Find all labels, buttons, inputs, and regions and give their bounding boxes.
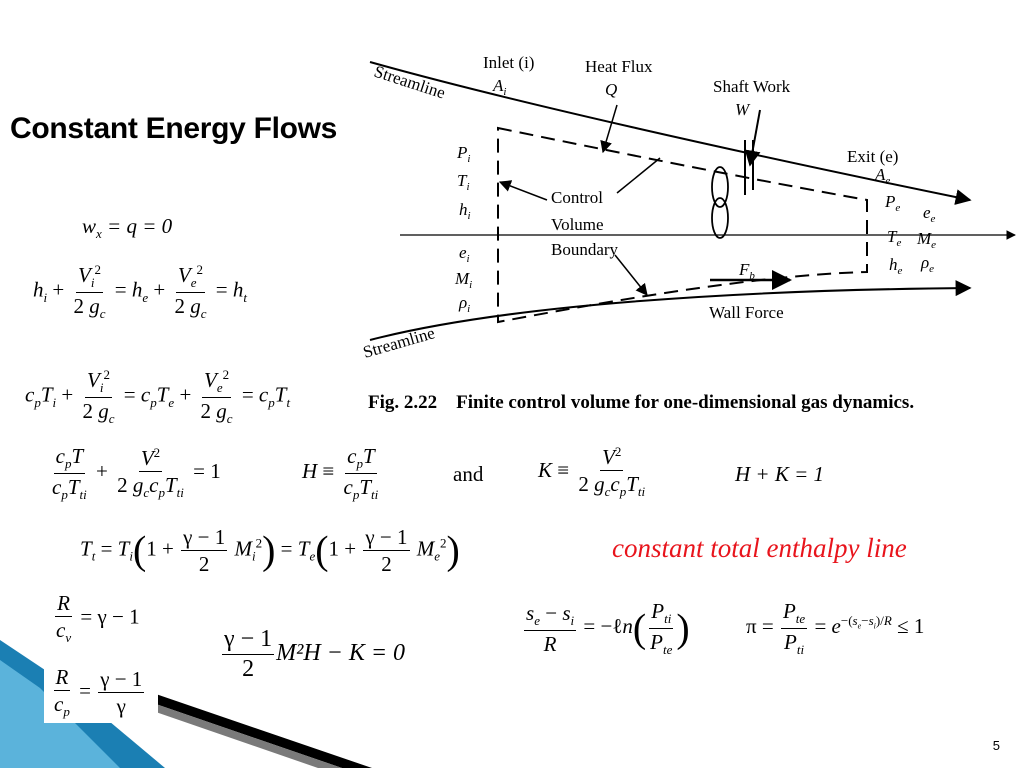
volume-label: Volume bbox=[551, 215, 604, 234]
svg-text:Ai: Ai bbox=[492, 76, 506, 98]
inlet-properties: Pi Ti hi ei Mi ρi bbox=[454, 143, 472, 315]
page-number: 5 bbox=[992, 738, 1000, 753]
svg-text:Ti: Ti bbox=[457, 171, 470, 193]
svg-text:Ae: Ae bbox=[874, 165, 890, 187]
equation-zero-work: wx = q = 0 bbox=[82, 214, 173, 242]
shaft-work-label: Shaft Work bbox=[713, 77, 791, 96]
exit-area-label: A bbox=[874, 165, 886, 184]
svg-text:Me: Me bbox=[916, 229, 936, 251]
inlet-area-sub: i bbox=[503, 86, 506, 98]
svg-text:Te: Te bbox=[887, 227, 901, 249]
svg-text:ρe: ρe bbox=[920, 253, 934, 275]
svg-text:he: he bbox=[889, 255, 903, 277]
slide-title: Constant Energy Flows bbox=[10, 112, 338, 145]
streamline-top-label: Streamline bbox=[372, 62, 448, 103]
exit-area-sub: e bbox=[885, 175, 890, 187]
control-volume-diagram: Streamline Streamline Inlet (i) Ai Heat … bbox=[361, 53, 1016, 362]
svg-text:Mi: Mi bbox=[454, 269, 472, 291]
svg-text:ei: ei bbox=[459, 243, 470, 265]
control-label: Control bbox=[551, 188, 603, 207]
boundary-label: Boundary bbox=[551, 240, 619, 259]
top-streamline bbox=[369, 61, 972, 205]
exit-label: Exit (e) bbox=[847, 147, 898, 166]
and-word: and bbox=[453, 462, 484, 486]
svg-text:ρi: ρi bbox=[458, 293, 470, 315]
exit-properties: Pe ee Te Me he ρe bbox=[884, 192, 936, 277]
svg-text:Pi: Pi bbox=[456, 143, 470, 165]
constant-enthalpy-note: constant total enthalpy line bbox=[612, 533, 907, 563]
equation-H-plus-K: H + K = 1 bbox=[735, 462, 825, 486]
inlet-label: Inlet (i) bbox=[483, 53, 534, 72]
svg-text:hi: hi bbox=[459, 200, 471, 222]
bottom-streamline bbox=[369, 280, 972, 341]
heat-symbol: Q bbox=[605, 80, 617, 99]
wall-force-label: Wall Force bbox=[709, 303, 784, 322]
svg-text:Pe: Pe bbox=[884, 192, 900, 214]
heat-flux-label: Heat Flux bbox=[585, 57, 653, 76]
work-symbol: W bbox=[735, 100, 751, 119]
shaft-icon bbox=[744, 140, 754, 195]
force-symbol: F bbox=[738, 260, 750, 279]
svg-text:Fb: Fb bbox=[738, 260, 755, 282]
streamline-bottom-label: Streamline bbox=[361, 323, 437, 362]
figure-caption: Fig. 2.22 Finite control volume for one-… bbox=[368, 392, 915, 413]
svg-text:ee: ee bbox=[923, 203, 936, 225]
control-volume-boundary bbox=[497, 126, 868, 324]
inlet-area-label: A bbox=[492, 76, 504, 95]
